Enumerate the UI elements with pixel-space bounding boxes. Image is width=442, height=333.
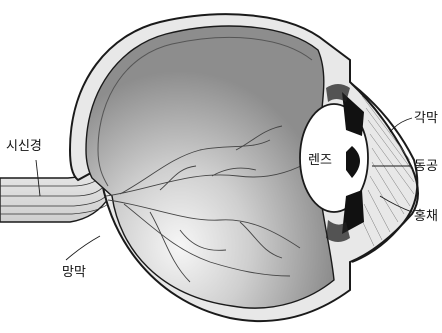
label-optic-nerve: 시신경 <box>6 139 42 154</box>
label-cornea: 각막 <box>414 111 438 126</box>
vitreous-body <box>86 26 334 308</box>
label-lens: 렌즈 <box>308 153 332 168</box>
label-pupil: 동공 <box>414 159 438 174</box>
label-retina: 망막 <box>62 265 86 280</box>
label-iris: 홍채 <box>414 209 438 224</box>
